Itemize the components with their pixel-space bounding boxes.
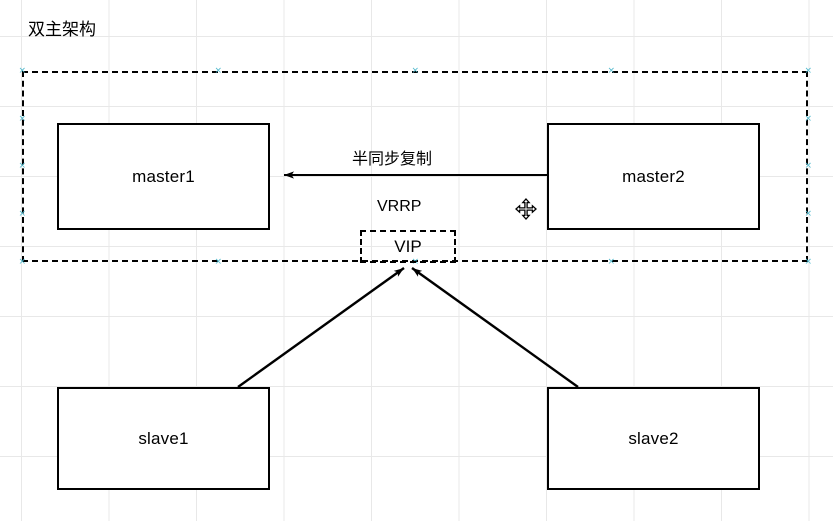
handle-top-center-1[interactable]: × (214, 65, 223, 76)
page-title: 双主架构 (28, 20, 96, 39)
handle-bottom-c-1[interactable]: × (214, 256, 223, 267)
handle-top-left[interactable]: × (18, 65, 27, 76)
handle-top-center-3[interactable]: × (607, 65, 616, 76)
node-master2[interactable]: master2 (547, 123, 760, 230)
handle-left-1[interactable]: × (18, 113, 27, 124)
node-vip-label: VIP (394, 236, 422, 256)
move-cursor-icon (515, 198, 537, 220)
handle-left-2[interactable]: × (18, 160, 27, 171)
edge-label-vrrp[interactable]: VRRP (377, 198, 422, 215)
node-master1[interactable]: master1 (57, 123, 270, 230)
handle-right-2[interactable]: × (804, 160, 813, 171)
node-vip[interactable]: VIP (360, 230, 456, 263)
handle-bottom-right[interactable]: × (804, 256, 813, 267)
handle-top-center-2[interactable]: × (411, 65, 420, 76)
handle-bottom-c-3[interactable]: × (607, 256, 616, 267)
handle-right-1[interactable]: × (804, 113, 813, 124)
handle-bottom-left[interactable]: × (18, 256, 27, 267)
node-slave2-label: slave2 (628, 428, 679, 448)
node-master2-label: master2 (622, 166, 685, 186)
node-master1-label: master1 (132, 166, 195, 186)
edge-label-semi-sync-replication[interactable]: 半同步复制 (352, 151, 433, 168)
node-slave2[interactable]: slave2 (547, 387, 760, 490)
node-slave1-label: slave1 (138, 428, 189, 448)
edge-slave1-to-vip[interactable] (237, 267, 405, 388)
node-slave1[interactable]: slave1 (57, 387, 270, 490)
handle-left-3[interactable]: × (18, 208, 27, 219)
handle-right-3[interactable]: × (804, 208, 813, 219)
handle-top-right[interactable]: × (804, 65, 813, 76)
edge-slave2-to-vip[interactable] (411, 267, 579, 388)
